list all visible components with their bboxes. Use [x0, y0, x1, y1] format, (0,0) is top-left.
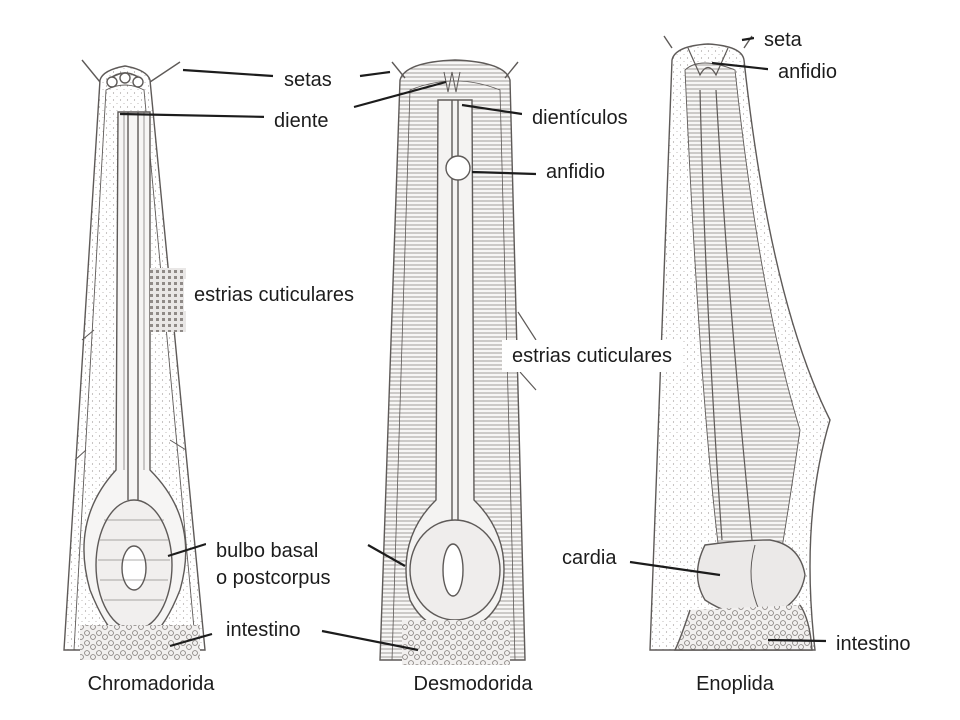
label-estrias-cuticulares-1: estrias cuticulares: [184, 279, 365, 311]
label-bulbo-basal: bulbo basal o postcorpus: [206, 532, 341, 598]
label-anfidio-1: anfidio: [536, 156, 615, 188]
label-cardia: cardia: [552, 542, 627, 574]
label-seta: seta: [754, 24, 812, 56]
label-estrias-cuticulares-2: estrias cuticulares: [502, 340, 683, 372]
label-denticulos: dientículos: [522, 102, 638, 134]
chromadorida-specimen: [63, 59, 206, 660]
caption-enoplida: Enoplida: [640, 666, 830, 704]
label-intestino-2: intestino: [826, 628, 921, 660]
label-anfidio-2: anfidio: [768, 56, 847, 88]
leader-lines: [119, 36, 827, 652]
enoplida-esophagus: [699, 89, 753, 541]
label-setas: setas: [274, 64, 342, 96]
caption-desmodorida: Desmodorida: [354, 666, 592, 704]
label-diente: diente: [264, 105, 339, 137]
label-intestino-1: intestino: [216, 614, 311, 646]
desmodorida-amphid: [445, 155, 471, 181]
caption-chromadorida: Chromadorida: [22, 666, 280, 704]
label-bulbo-basal-line2: o postcorpus: [216, 567, 331, 589]
desmodorida-specimen: [379, 59, 537, 665]
chromadorida-striae-patch: [150, 268, 186, 332]
label-bulbo-basal-line1: bulbo basal: [216, 540, 319, 562]
enoplida-specimen: [649, 35, 831, 651]
